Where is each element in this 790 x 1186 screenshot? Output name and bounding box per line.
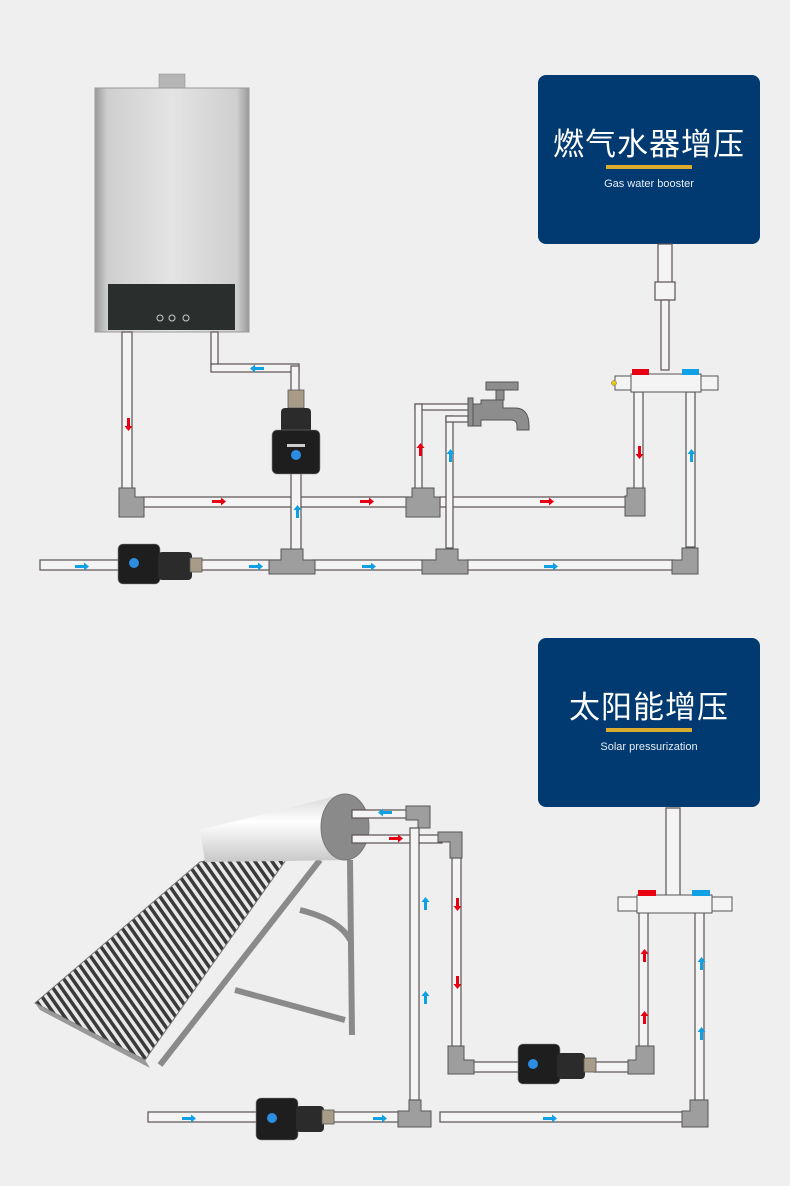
- solar-water-heater: [34, 793, 370, 1068]
- arrow-right-cold: [362, 562, 376, 571]
- cold-arrows: [182, 808, 706, 1123]
- arrow-down-hot: [453, 898, 462, 911]
- pipe-fittings: [118, 487, 699, 575]
- cold-indicator: [682, 369, 699, 375]
- booster-pump: [255, 1097, 335, 1141]
- arrow-up-cold: [687, 449, 696, 462]
- water-faucet: [467, 381, 530, 431]
- arrow-right-hot: [540, 497, 554, 506]
- arrow-down-hot: [124, 418, 133, 431]
- gas-water-heater: [94, 73, 250, 333]
- arrow-right-hot: [360, 497, 374, 506]
- cold-indicator: [692, 890, 710, 896]
- hot-indicator: [638, 890, 656, 896]
- shower-mixer-valve: [617, 890, 733, 914]
- hot-arrows: [389, 834, 649, 1024]
- arrow-right-hot: [212, 497, 226, 506]
- solar-section: [34, 793, 733, 1141]
- pipe-fittings: [397, 805, 709, 1128]
- arrow-down-hot: [453, 976, 462, 989]
- arrow-up-hot: [640, 949, 649, 962]
- booster-pump: [517, 1043, 597, 1085]
- shower-mixer-valve: [611, 369, 719, 393]
- arrow-up-cold: [421, 897, 430, 910]
- booster-pump: [117, 543, 203, 585]
- arrow-up-hot: [640, 1011, 649, 1024]
- arrow-right-cold: [544, 562, 558, 571]
- pipes: [39, 243, 696, 571]
- arrow-up-cold: [446, 449, 455, 462]
- arrow-left-cold: [378, 808, 392, 817]
- hot-arrows: [124, 418, 644, 506]
- booster-pump: [271, 389, 321, 475]
- arrow-up-cold: [421, 991, 430, 1004]
- arrow-up-cold: [293, 505, 302, 518]
- card-title: 太阳能增压: [569, 690, 729, 726]
- cold-arrows: [75, 364, 696, 571]
- arrow-left-cold: [250, 364, 264, 373]
- arrow-right-cold: [543, 1114, 557, 1123]
- arrow-up-hot: [416, 443, 425, 456]
- arrow-right-hot: [389, 834, 403, 843]
- flow-arrows: [182, 808, 706, 1123]
- arrow-up-cold: [697, 957, 706, 970]
- arrow-right-cold: [373, 1114, 387, 1123]
- arrow-down-hot: [635, 446, 644, 459]
- arrow-up-cold: [697, 1027, 706, 1040]
- accent-divider: [606, 165, 692, 169]
- flow-arrows: [75, 364, 696, 571]
- card-title: 燃气水器增压: [553, 127, 745, 163]
- arrow-right-cold: [75, 562, 89, 571]
- gas-section: [39, 73, 719, 585]
- accent-divider: [606, 728, 692, 732]
- card-subtitle: Solar pressurization: [600, 741, 698, 753]
- solar-pressurization-card: 太阳能增压 Solar pressurization: [538, 638, 760, 807]
- arrow-right-cold: [249, 562, 263, 571]
- gas-water-booster-card: 燃气水器增压 Gas water booster: [538, 75, 760, 244]
- card-subtitle: Gas water booster: [604, 178, 694, 190]
- hot-indicator: [632, 369, 649, 375]
- arrow-right-cold: [182, 1114, 196, 1123]
